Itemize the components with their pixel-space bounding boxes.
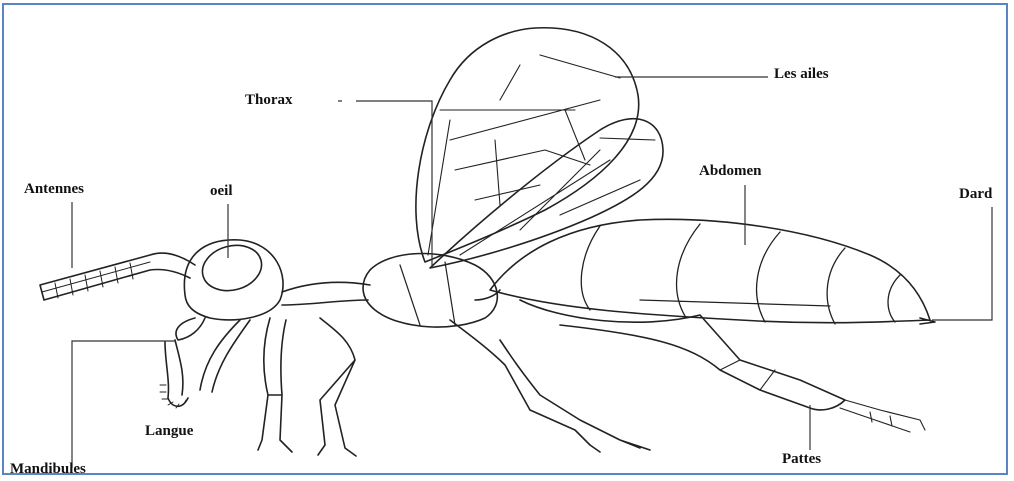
thorax-leg	[450, 320, 650, 452]
eye	[197, 239, 266, 297]
label-les-ailes: Les ailes	[774, 66, 829, 83]
head	[184, 240, 283, 320]
leader-dard	[932, 207, 992, 320]
label-oeil: oeil	[210, 183, 233, 200]
leader-mandibules	[72, 341, 176, 468]
label-langue: Langue	[145, 423, 193, 440]
forewing-veins	[428, 55, 620, 255]
tongue	[165, 340, 188, 406]
label-antennes: Antennes	[24, 181, 84, 198]
leader-thorax	[338, 101, 432, 268]
middle-leg	[318, 318, 356, 456]
label-abdomen: Abdomen	[699, 163, 762, 180]
abdomen-segments	[581, 224, 900, 324]
antenna	[40, 253, 195, 300]
neck	[282, 282, 370, 305]
label-mandibules: Mandibules	[10, 461, 86, 478]
label-pattes: Pattes	[782, 451, 821, 468]
front-leg	[200, 318, 292, 452]
mandible	[176, 318, 205, 340]
abdomen	[490, 219, 930, 322]
label-thorax: Thorax	[245, 92, 293, 109]
thorax	[363, 254, 497, 328]
label-dard: Dard	[959, 186, 992, 203]
forewing	[416, 28, 639, 262]
